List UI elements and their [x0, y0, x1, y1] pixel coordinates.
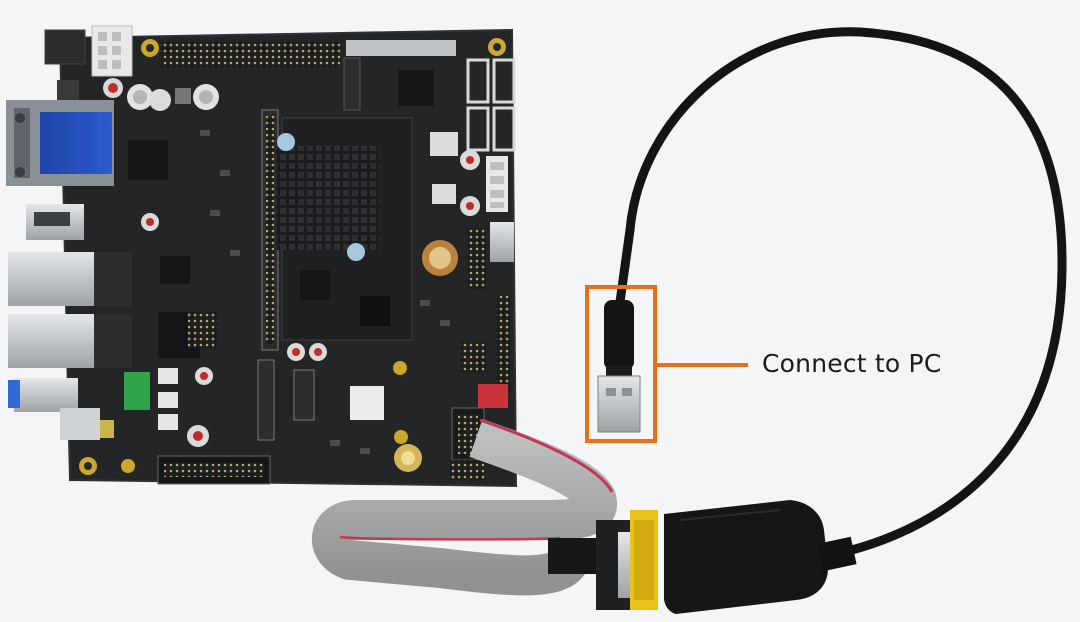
usb-a-plug [597, 300, 641, 433]
motherboard [6, 25, 518, 488]
callout-label: Connect to PC [762, 349, 942, 378]
usb-cable [615, 27, 1067, 555]
db9-connector [548, 510, 658, 610]
vga-port [6, 100, 114, 186]
ribbon-cable [312, 418, 617, 596]
heatsink [276, 117, 413, 341]
rs232-usb-adapter [664, 500, 857, 614]
